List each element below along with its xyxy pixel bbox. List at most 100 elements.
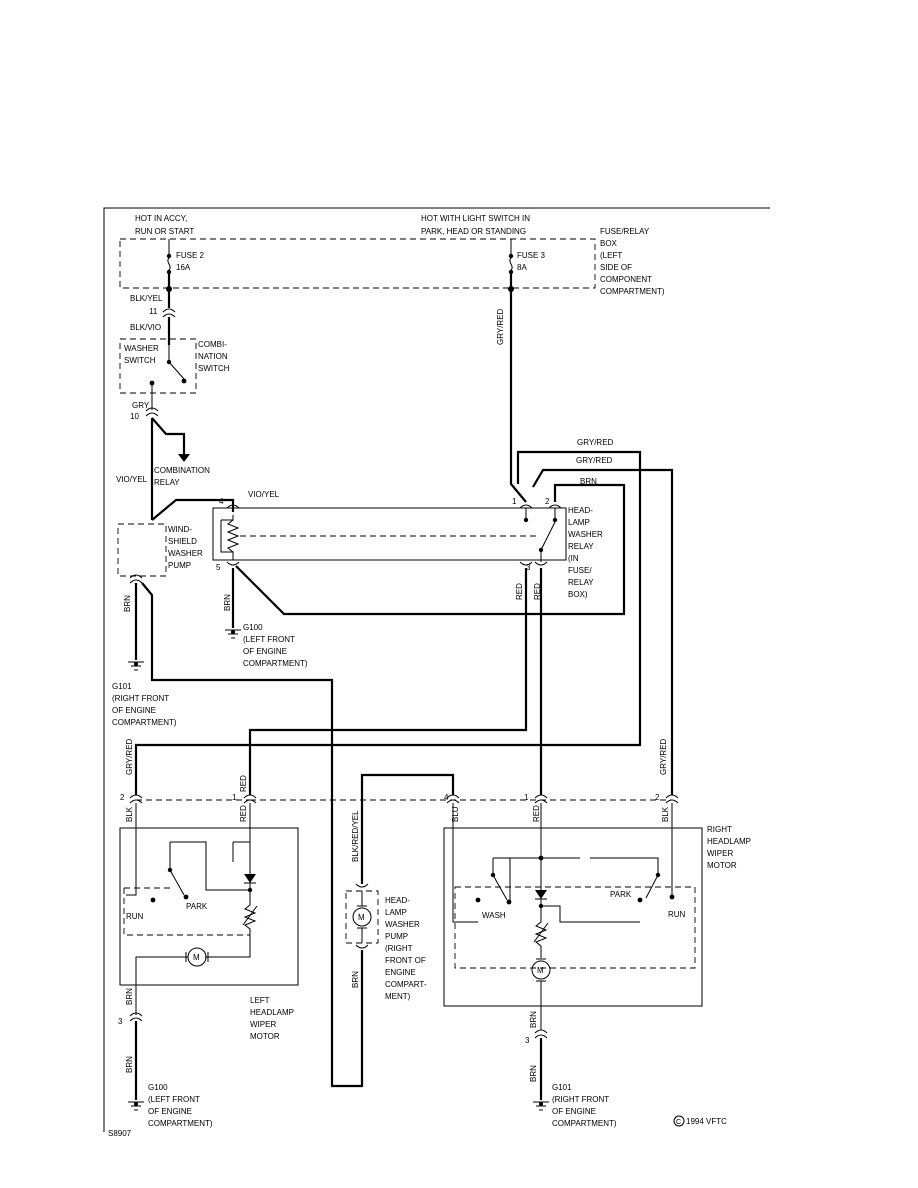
right-motor-pin-2: 2: [655, 793, 660, 802]
left-motor-internal-switch: [123, 887, 250, 936]
left-motor-park-loop: [170, 841, 250, 891]
gry-red-left-motor-wire: [134, 450, 642, 795]
blk-red-yel-label: BLK/RED/YEL: [351, 810, 360, 862]
fuse-box-title-5: COMPONENT: [600, 275, 652, 284]
left-motor-pin-2: 2: [120, 793, 125, 802]
headlamp-pump-label-3: WASHER: [385, 920, 420, 929]
windshield-washer-pump-box: [117, 523, 167, 577]
relay-top-connectors: [519, 504, 562, 509]
right-motor-resistor: [534, 899, 548, 958]
headlamp-relay-label-6: FUSE/: [568, 566, 592, 575]
right-motor-label-2: HEADLAMP: [707, 837, 751, 846]
gry-red-right-motor-wire: [532, 468, 674, 795]
blk-yel-label: BLK/YEL: [130, 294, 163, 303]
right-motor-connector-2: [665, 794, 679, 804]
pin-10-label: 10: [130, 412, 139, 421]
pin-11-label: 11: [149, 307, 158, 316]
right-headlamp-wiper-motor-box: [443, 827, 703, 1007]
relay-pin-3: 3: [526, 563, 531, 572]
brn-washer-pump-label: BRN: [351, 971, 360, 988]
headlamp-relay-label-7: RELAY: [568, 578, 594, 587]
g101-top-label-2: (RIGHT FRONT: [112, 694, 169, 703]
diagram-id: S8907: [108, 1129, 132, 1138]
brn-relay-wire: [235, 483, 626, 616]
left-motor-pin-1: 1: [232, 793, 237, 802]
copyright-text: 1994 VFTC: [686, 1117, 727, 1126]
fuse-box-title-6: COMPARTMENT): [600, 287, 665, 296]
right-wash-contact: [492, 857, 511, 902]
g100-top-label-2: (LEFT FRONT: [243, 635, 295, 644]
right-motor-pin-4: 4: [444, 793, 449, 802]
vio-yel-relay-label: VIO/YEL: [248, 490, 280, 499]
blu-right-label: BLU: [451, 806, 460, 822]
right-motor-connector-3: [534, 1029, 548, 1039]
pump-ground-connector: [129, 574, 143, 584]
brn-left-motor-2-label: BRN: [125, 1056, 134, 1073]
combination-switch-label-3: SWITCH: [198, 364, 230, 373]
fuse2-rating: 16A: [176, 263, 191, 272]
left-park-contact: [169, 842, 185, 896]
left-run-label: RUN: [126, 912, 144, 921]
headlamp-relay-label-3: WASHER: [568, 530, 603, 539]
hot-in-accy-label-2: RUN OR START: [135, 227, 194, 236]
left-motor-symbol: M: [193, 953, 200, 962]
diagram-frame: [103, 207, 770, 1132]
left-motor-blk-lead: [126, 803, 137, 896]
connector-10: [145, 407, 159, 417]
left-motor-label-3: WIPER: [250, 1020, 276, 1029]
right-run-label: RUN: [668, 910, 686, 919]
headlamp-pump-motor-symbol: M: [358, 913, 365, 922]
copyright-mark: C: [676, 1119, 681, 1126]
hot-with-light-label: HOT WITH LIGHT SWITCH IN: [421, 214, 530, 223]
relay-pin-4-connector: [226, 504, 240, 509]
g101-bottom-label-2: (RIGHT FRONT: [552, 1095, 609, 1104]
right-motor-symbol: M: [537, 966, 544, 975]
brn-pump-label: BRN: [123, 595, 132, 612]
fuse-relay-box: [119, 238, 596, 289]
headlamp-pump-label-4: PUMP: [385, 932, 408, 941]
left-motor-connector-3: [129, 1012, 143, 1022]
vio-yel-left-label: VIO/YEL: [116, 475, 148, 484]
right-motor-symbol-circle: [531, 960, 551, 980]
g100-bottom-label-2: (LEFT FRONT: [148, 1095, 200, 1104]
headlamp-pump-label-8: COMPART-: [385, 980, 427, 989]
hot-with-light-label-2: PARK, HEAD OR STANDING: [421, 227, 526, 236]
fuse2-label: FUSE 2: [176, 251, 205, 260]
gry-red-top1-label: GRY/RED: [577, 438, 614, 447]
brn-left-motor-label: BRN: [125, 988, 134, 1005]
g100-bottom-label-3: OF ENGINE: [148, 1107, 192, 1116]
headlamp-pump-label-6: FRONT OF: [385, 956, 426, 965]
right-motor-diode: [535, 890, 547, 899]
red-left-label: RED: [239, 775, 248, 792]
combination-relay-feed: [151, 417, 186, 455]
right-park-label: PARK: [610, 890, 632, 899]
combination-relay-label-2: RELAY: [154, 478, 180, 487]
g101-top-label: G101: [112, 682, 132, 691]
left-motor-label-2: HEADLAMP: [250, 1008, 294, 1017]
g100-top-label: G100: [243, 623, 263, 632]
headlamp-pump-label-2: LAMP: [385, 908, 407, 917]
blk-red-yel-wire: [360, 773, 455, 884]
relay-pin-2: 2: [545, 497, 550, 506]
headlamp-washer-relay-box: [212, 507, 567, 561]
g100-bottom-label-4: COMPARTMENT): [148, 1119, 213, 1128]
relay-coil: [226, 515, 240, 560]
brn-relay5-label: BRN: [223, 594, 232, 611]
vio-yel-relay-wire: [151, 498, 235, 521]
washer-switch-contact: [168, 345, 185, 380]
left-motor-diode-feed: [232, 841, 250, 862]
red-relay-1-wire: [248, 568, 528, 795]
right-motor-variable-arrow: [533, 922, 549, 943]
fuse3-label: FUSE 3: [517, 251, 546, 260]
right-motor-blu-lead: [452, 803, 478, 923]
right-motor-connector-4: [446, 794, 460, 804]
headlamp-relay-label-4: RELAY: [568, 542, 594, 551]
headlamp-relay-label: HEAD-: [568, 506, 593, 515]
headlamp-pump-motor-circle: [352, 907, 372, 927]
headlamp-relay-label-5: (IN: [568, 554, 579, 563]
combination-relay-arrow: [178, 454, 190, 462]
relay-pin-5: 5: [216, 563, 221, 572]
windshield-pump-label-2: SHIELD: [168, 537, 197, 546]
headlamp-relay-label-8: BOX): [568, 590, 588, 599]
